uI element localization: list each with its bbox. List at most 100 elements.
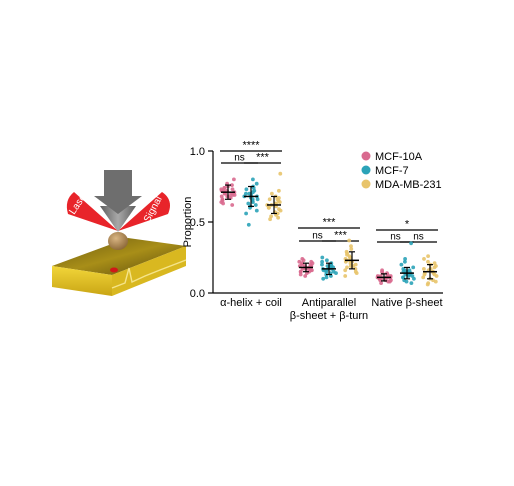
significance-label: ****: [242, 140, 260, 152]
data-point: [268, 217, 272, 222]
data-point: [277, 200, 282, 205]
x-category-label: α-helix + coil: [220, 297, 282, 309]
data-point: [278, 208, 283, 213]
data-point: [251, 200, 255, 205]
data-point: [320, 259, 324, 264]
data-point: [422, 267, 426, 271]
data-point: [421, 275, 426, 280]
afm-ir-illustration: Laser Signal: [52, 170, 187, 296]
signal-cone: [118, 192, 170, 231]
data-point: [403, 257, 407, 261]
data-point: [349, 247, 354, 251]
data-point: [409, 241, 413, 246]
substrate-side: [112, 246, 186, 296]
data-point: [422, 257, 426, 261]
data-point: [277, 188, 281, 193]
data-point: [343, 274, 348, 278]
data-point: [409, 281, 414, 285]
data-point: [267, 197, 272, 202]
data-point: [278, 171, 283, 176]
data-point: [230, 187, 235, 192]
data-point: [404, 279, 409, 284]
data-point: [254, 181, 259, 186]
data-point: [222, 186, 227, 190]
data-point: [244, 211, 249, 216]
y-tick-label: 1.0: [190, 146, 205, 158]
data-point: [345, 252, 349, 257]
legend-label: MCF-10A: [375, 151, 423, 163]
data-point: [410, 274, 415, 278]
substrate-top: [52, 238, 186, 275]
data-point: [387, 279, 392, 284]
y-ticks: 0.00.51.0: [190, 146, 213, 300]
data-point: [433, 279, 438, 284]
significance-label: ***: [334, 230, 348, 242]
data-point: [244, 187, 249, 192]
data-point: [298, 269, 303, 274]
data-point: [349, 244, 353, 249]
data-point: [407, 268, 412, 273]
laser-cone: [66, 192, 118, 231]
x-category-label: Native β-sheet: [371, 297, 442, 309]
data-point: [348, 255, 352, 260]
data-point: [324, 275, 329, 280]
legend-marker: [361, 151, 371, 161]
significance-label: ***: [256, 152, 270, 164]
data-point: [246, 222, 251, 227]
data-point: [254, 208, 259, 213]
data-point: [267, 205, 271, 210]
data-point: [334, 271, 338, 275]
data-point: [244, 191, 248, 196]
data-point: [251, 190, 255, 195]
data-point: [299, 261, 304, 266]
significance-label: ns: [390, 232, 401, 243]
data-point: [412, 276, 416, 281]
data-point: [379, 281, 383, 285]
data-point: [406, 274, 411, 278]
cell-sample: [108, 232, 128, 250]
data-point: [422, 272, 427, 277]
data-point: [269, 214, 273, 219]
data-point: [411, 265, 416, 270]
data-point: [270, 191, 274, 196]
data-point: [232, 193, 237, 197]
data-point: [303, 274, 308, 278]
x-category-label: β-sheet + β-turn: [290, 310, 368, 322]
data-point: [324, 269, 329, 274]
signal-waveform: [111, 259, 187, 289]
legend-label: MCF-7: [375, 165, 409, 177]
data-point: [301, 258, 306, 263]
data-point: [345, 265, 349, 270]
substrate-front: [52, 266, 112, 296]
data-point: [426, 254, 430, 258]
legend-marker: [361, 165, 371, 175]
data-point: [255, 197, 260, 202]
legend-marker: [361, 179, 371, 189]
y-axis-title: Proportion: [182, 197, 194, 248]
data-point: [232, 177, 236, 182]
data-point: [275, 197, 280, 202]
data-point: [432, 265, 437, 270]
y-tick-label: 0.0: [190, 288, 205, 300]
proportion-chart: Proportion 0.00.51.0 α-helix + coil Antip…: [182, 140, 443, 322]
data-point: [230, 183, 234, 188]
data-point: [250, 197, 255, 202]
data-point: [432, 272, 437, 277]
data-point: [399, 262, 404, 267]
significance-label: ***: [323, 217, 337, 229]
down-arrow-icon: [94, 170, 142, 214]
data-point: [325, 258, 329, 263]
data-point: [425, 282, 430, 287]
significance-label: ns: [234, 153, 245, 164]
data-point: [353, 267, 358, 271]
data-point: [307, 269, 311, 274]
x-category-label: Antiparallel: [302, 297, 356, 309]
data-point: [246, 201, 251, 206]
data-point: [219, 194, 224, 199]
data-point: [432, 261, 437, 266]
data-point: [310, 268, 314, 273]
